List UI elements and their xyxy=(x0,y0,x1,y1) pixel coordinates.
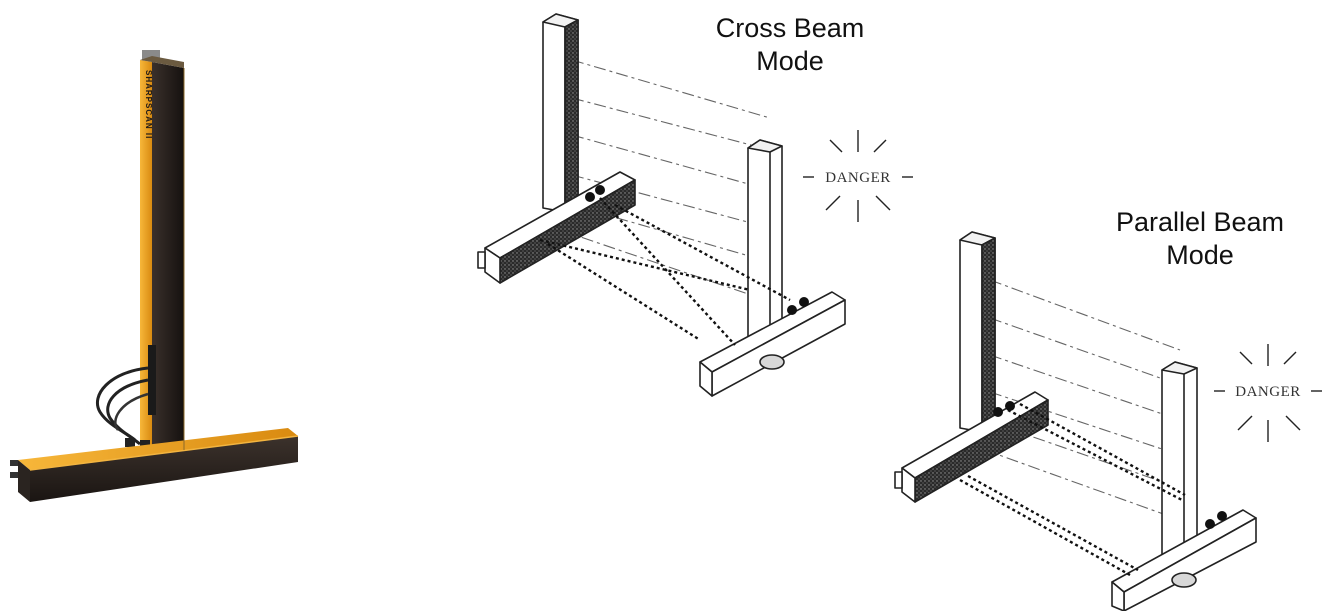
cross-beam-title-line1: Cross Beam xyxy=(715,13,865,43)
parallel-beam-light-lines xyxy=(984,279,1181,521)
parallel-beam-dotted-paths xyxy=(959,402,1186,577)
cross-beam-light-lines xyxy=(559,59,771,299)
cross-beam-title-line2: Mode xyxy=(756,46,824,76)
parallel-beam-diagram xyxy=(894,231,1257,612)
product-photo: SHARPSCAN II xyxy=(10,50,299,502)
brand-lettering: SHARPSCAN II xyxy=(144,70,153,139)
cross-beam-danger-text: DANGER xyxy=(825,170,891,186)
parallel-beam-title: Parallel Beam Mode xyxy=(1080,206,1320,272)
parallel-beam-title-line1: Parallel Beam xyxy=(1115,207,1285,237)
cross-beam-diagram xyxy=(477,13,846,397)
cross-beam-title: Cross Beam Mode xyxy=(690,12,890,78)
parallel-beam-danger-text: DANGER xyxy=(1235,384,1301,400)
cross-beam-danger-mark xyxy=(803,130,913,222)
parallel-beam-danger-mark xyxy=(1214,344,1322,442)
parallel-beam-title-line2: Mode xyxy=(1166,240,1234,270)
